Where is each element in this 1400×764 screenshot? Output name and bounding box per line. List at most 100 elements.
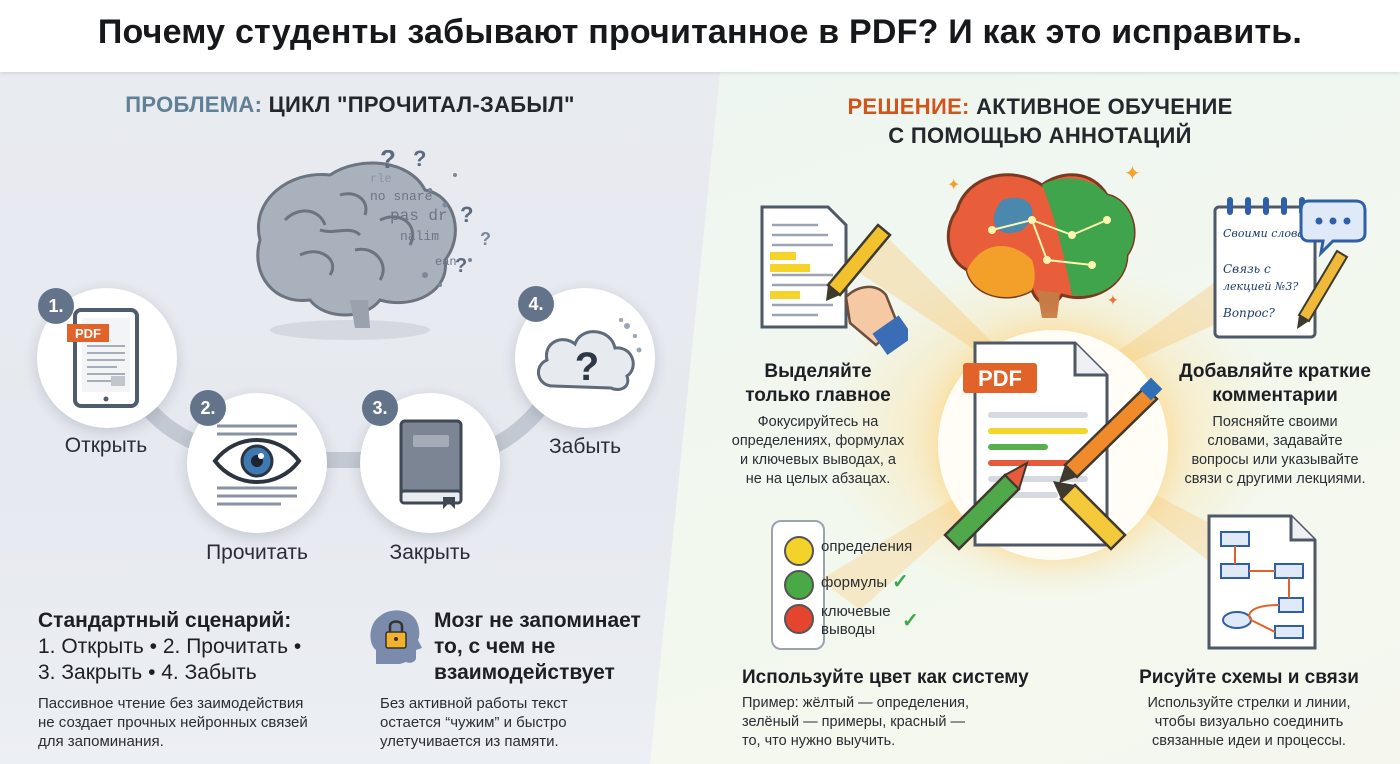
brain-note-text-line: Без активной работы текст <box>380 695 568 712</box>
comments-heading: Добавляйте краткие <box>1179 361 1371 382</box>
color-legend <box>771 520 825 650</box>
problem-title: ПРОБЛЕМА: ЦИКЛ "ПРОЧИТАЛ-ЗАБЫЛ" <box>70 92 630 118</box>
highlight-heading: Выделяйте <box>764 361 872 382</box>
problem-label: ПРОБЛЕМА: <box>125 92 263 117</box>
comments-text: словами, задавайте <box>1207 433 1343 449</box>
notepad-comments-icon: Своими словами! Связь с лекцией №3? Вопр… <box>1213 197 1367 339</box>
scenario-steps: 1. Открыть • 2. Прочитать • 3. Закрыть •… <box>38 634 358 686</box>
notepad-line: Вопрос? <box>1222 306 1275 320</box>
scenario-text: Пассивное чтение без заимодействия не со… <box>38 694 358 751</box>
scenario-heading: Стандартный сценарий: <box>38 609 292 632</box>
step-forget-circle: ? <box>515 288 655 428</box>
closed-book-icon <box>399 419 463 509</box>
scenario-line: 1. Открыть • 2. Прочитать • <box>38 635 302 658</box>
scenario-text-line: для запоминания. <box>38 733 164 750</box>
diagrams-text: чтобы визуально соединить <box>1154 714 1344 730</box>
legend-label-definitions: определения <box>821 538 913 555</box>
notepad-line: лекцией №3? <box>1223 280 1298 293</box>
fading-word: no snare <box>370 189 432 204</box>
red-dot <box>784 604 814 634</box>
color-system-text: зелёный — примеры, красный — <box>742 714 966 730</box>
head-lock-icon <box>370 610 422 664</box>
color-system-text: то, что нужно выучить. <box>742 733 896 749</box>
fading-brain-illustration: ? ? ? ? ? no snare pas dr nalim ean rle <box>256 150 491 340</box>
svg-text:?: ? <box>380 150 396 174</box>
annotated-pdf-illustration: PDF <box>943 341 1163 551</box>
solution-label: РЕШЕНИЕ: <box>847 94 970 119</box>
page-title: Почему студенты забывают прочитанное в P… <box>97 13 1303 51</box>
green-dot <box>784 570 814 600</box>
brain-note-heading-line: Мозг не запоминает <box>434 609 641 632</box>
svg-text:✦: ✦ <box>1124 161 1141 185</box>
highlight-document-icon <box>760 205 908 355</box>
diagrams-card: Рисуйте схемы и связи Используйте стрелк… <box>1118 666 1380 751</box>
diagrams-heading: Рисуйте схемы и связи <box>1139 667 1359 688</box>
check-icon: ✓ <box>892 571 909 593</box>
yellow-dot <box>784 536 814 566</box>
fading-word: pas dr <box>390 207 448 225</box>
svg-text:?: ? <box>413 150 426 171</box>
question-cloud-icon: ? <box>537 318 642 391</box>
step-read-label: Прочитать <box>206 541 308 564</box>
solution-title-line: АКТИВНОЕ ОБУЧЕНИЕ <box>976 94 1233 119</box>
comments-card: Добавляйте краткие комментарии Поясняйте… <box>1160 360 1390 489</box>
diagrams-text: Используйте стрелки и линии, <box>1147 695 1351 711</box>
scenario-line: 3. Закрыть • 4. Забыть <box>38 661 257 684</box>
comments-text: связи с другими лекциями. <box>1184 471 1366 487</box>
svg-text:?: ? <box>460 202 473 227</box>
step-number-badge: 1. <box>38 288 74 324</box>
brain-note-heading: Мозг не запоминает то, с чем не взаимоде… <box>434 608 674 686</box>
legend-label-line: ключевые <box>821 603 891 620</box>
fading-word: ean <box>435 255 457 269</box>
brain-note-text-line: улетучивается из памяти. <box>380 733 559 750</box>
scenario-text-line: Пассивное чтение без заимодействия <box>38 695 304 712</box>
legend-label-line: выводы <box>821 621 876 638</box>
step-number-badge: 2. <box>190 390 226 426</box>
pdf-tag: PDF <box>978 366 1022 391</box>
header-bar: Почему студенты забывают прочитанное в P… <box>0 0 1400 72</box>
pdf-tablet-icon: PDF <box>67 308 139 408</box>
highlight-text: и ключевых выводах, а <box>740 452 896 468</box>
fading-word: nalim <box>400 229 439 244</box>
color-system-text: Пример: жёлтый — определения, <box>742 695 969 711</box>
diagrams-text: связанные идеи и процессы. <box>1152 733 1346 749</box>
solution-title: РЕШЕНИЕ: АКТИВНОЕ ОБУЧЕНИЕ С ПОМОЩЬЮ АНН… <box>800 92 1280 150</box>
scenario-text-line: не создает прочных нейронных связей <box>38 714 308 731</box>
pdf-tag: PDF <box>75 326 101 341</box>
highlight-text: не на целых абзацах. <box>745 471 891 487</box>
comments-text: Поясняйте своими <box>1212 414 1338 430</box>
svg-text:✦: ✦ <box>1107 293 1119 309</box>
solution-title-line: С ПОМОЩЬЮ АННОТАЦИЙ <box>888 123 1192 148</box>
brain-note-text-line: остается “чужим” и быстро <box>380 714 567 731</box>
highlight-heading: только главное <box>745 385 891 406</box>
active-brain-illustration: ✦ ✦ ✦ <box>946 161 1141 318</box>
flowchart-document-icon <box>1207 514 1317 650</box>
comments-heading: комментарии <box>1212 385 1338 406</box>
eye-document-icon <box>212 424 302 506</box>
step-number-badge: 4. <box>518 286 554 322</box>
svg-text:?: ? <box>480 229 491 249</box>
check-icon: ✓ <box>902 610 919 632</box>
notepad-line: Связь с <box>1223 262 1271 276</box>
highlight-text: определениях, формулах <box>731 433 905 449</box>
brain-note-heading-line: то, с чем не <box>434 635 556 658</box>
highlight-text: Фокусируйтесь на <box>757 414 879 430</box>
svg-text:?: ? <box>575 345 599 389</box>
svg-text:?: ? <box>455 255 467 277</box>
problem-title-text: ЦИКЛ "ПРОЧИТАЛ-ЗАБЫЛ" <box>268 92 575 117</box>
color-system-card: Используйте цвет как систему Пример: жёл… <box>742 666 1072 751</box>
brain-note-heading-line: взаимодействует <box>434 661 615 684</box>
color-system-heading: Используйте цвет как систему <box>742 667 1029 688</box>
comments-text: вопросы или указывайте <box>1191 452 1359 468</box>
step-number-badge: 3. <box>362 390 398 426</box>
legend-label-formulas: формулы <box>821 574 888 591</box>
fading-word: rle <box>370 172 392 186</box>
legend-label-conclusions: ключевые выводы <box>821 603 891 639</box>
step-forget-label: Забыть <box>548 435 622 458</box>
notepad-line: Своими словами! <box>1223 227 1325 240</box>
step-open-circle: PDF <box>37 288 177 428</box>
highlight-card: Выделяйте только главное Фокусируйтесь н… <box>718 360 918 489</box>
brain-note-text: Без активной работы текст остается “чужи… <box>380 694 660 751</box>
step-open-label: Открыть <box>64 434 148 457</box>
svg-text:✦: ✦ <box>947 175 960 194</box>
